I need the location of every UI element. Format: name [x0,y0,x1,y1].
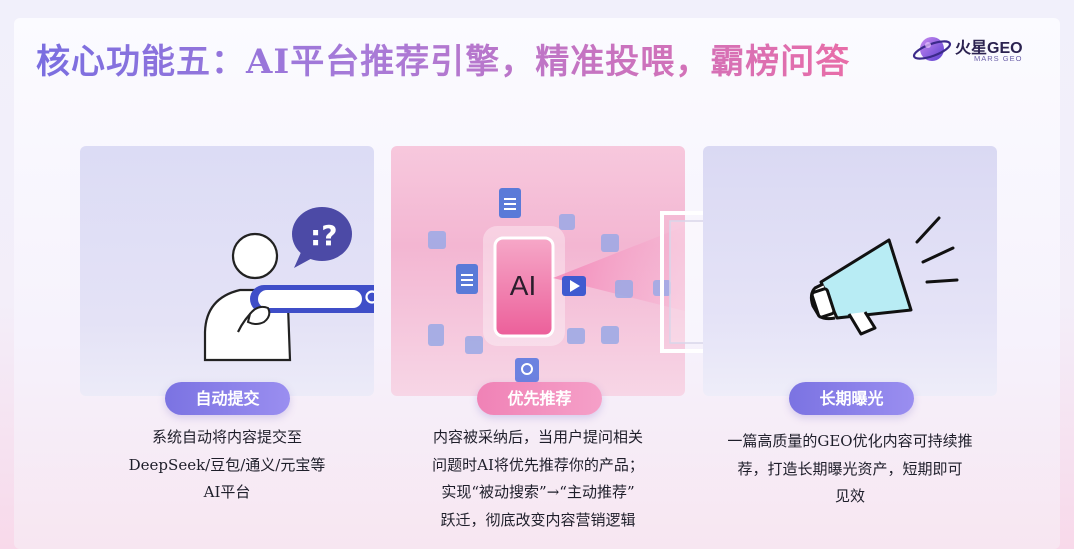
feature-label-long-exposure: 长期曝光 [789,382,914,415]
page-title: 核心功能五：AI平台推荐引擎，精准投喂，霸榜问答 [36,34,850,83]
svg-text::?: :? [310,219,337,252]
feature-card-auto-submit: :? [80,146,374,396]
desc-line: 见效 [834,487,865,505]
desc-line: 实现“被动搜索”→“主动推荐” [441,483,635,501]
desc-line: 一篇高质量的GEO优化内容可持续推 [727,432,973,450]
feature-label-auto-submit: 自动提交 [165,382,290,415]
desc-line: 荐，打造长期曝光资产，短期即可 [737,459,963,478]
desc-line: 跃迁，彻底改变内容营销逻辑 [440,510,636,529]
desc-line: AI平台 [203,483,251,501]
feature-desc-long-exposure: 一篇高质量的GEO优化内容可持续推 荐，打造长期曝光资产，短期即可 见效 [703,428,997,511]
person-search-bar-question-icon: :? [203,207,374,362]
feature-card-priority-recommend [391,146,685,396]
ai-phone-projection-icon [428,188,685,382]
desc-line: 系统自动将内容提交至 [151,428,302,446]
feature-label-priority-recommend: 优先推荐 [477,382,602,415]
desc-line: 内容被采纳后，当用户提问相关 [432,428,643,446]
desc-line: 问题时AI将优先推荐你的产品； [432,455,644,474]
feature-desc-auto-submit: 系统自动将内容提交至 DeepSeek/豆包/通义/元宝等 AI平台 [80,424,374,507]
logo-subtitle: MARS GEO [974,54,1023,63]
ai-phone-label: AI [509,270,537,301]
brand-logo: 火星GEO MARS GEO [912,30,1032,70]
megaphone-icon [809,216,959,336]
feature-desc-priority-recommend: 内容被采纳后，当用户提问相关 问题时AI将优先推荐你的产品； 实现“被动搜索”→… [391,424,685,534]
feature-card-long-exposure [703,146,997,396]
desc-line: DeepSeek/豆包/通义/元宝等 [128,455,326,474]
logo-name: 火星GEO [955,40,1023,57]
planet-ring-icon [912,37,952,61]
